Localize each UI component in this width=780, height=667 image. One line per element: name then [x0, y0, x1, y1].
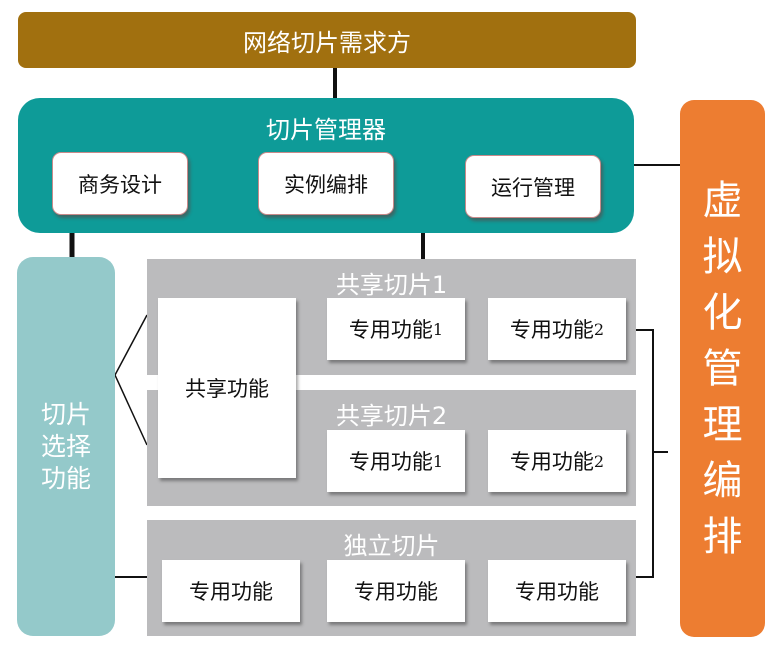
orchestration-char: 拟 — [702, 233, 743, 280]
panel-title: 共享切片2 — [335, 402, 448, 430]
dedicated-function-box: 专用功能 — [162, 560, 300, 622]
business-design-button[interactable]: 商务设计 — [52, 152, 188, 215]
orchestration-char: 管 — [702, 345, 743, 392]
function-num: 1 — [432, 319, 444, 339]
orchestration-char: 排 — [702, 513, 743, 560]
slice-demand-bar: 网络切片需求方 — [18, 12, 636, 68]
instance-orchestration-button[interactable]: 实例编排 — [258, 152, 394, 215]
slice-selection-function: 切片 选择 功能 — [17, 257, 115, 636]
orchestration-char: 虚 — [702, 177, 743, 224]
slice-manager-title: 切片管理器 — [266, 116, 386, 144]
dedicated-function-box: 专用功能 — [327, 560, 465, 622]
orchestration-char: 化 — [702, 289, 743, 336]
dedicated-function-box: 专用功能 — [488, 560, 626, 622]
function-num: 2 — [593, 319, 605, 339]
shared-function-box: 共享功能 — [158, 298, 296, 478]
orchestration-char: 理 — [702, 401, 743, 448]
slice-manager: 切片管理器 商务设计 实例编排 运行管理 — [18, 98, 634, 233]
function-label: 专用功能 — [509, 450, 594, 474]
orchestration-char: 编 — [702, 457, 743, 504]
function-num: 2 — [593, 451, 605, 471]
operation-management-button[interactable]: 运行管理 — [465, 155, 601, 218]
virtualization-orchestration-bar: 虚 拟 化 管 理 编 排 — [680, 100, 765, 637]
function-label: 专用功能 — [348, 450, 433, 474]
function-label: 专用功能 — [509, 318, 594, 342]
panel-title: 共享切片1 — [335, 271, 448, 299]
selection-line: 功能 — [40, 463, 91, 493]
function-label: 专用功能 — [348, 318, 433, 342]
selection-line: 选择 — [40, 431, 91, 461]
function-num: 1 — [432, 451, 444, 471]
panel-title: 独立切片 — [343, 532, 440, 560]
selection-line: 切片 — [40, 399, 91, 429]
